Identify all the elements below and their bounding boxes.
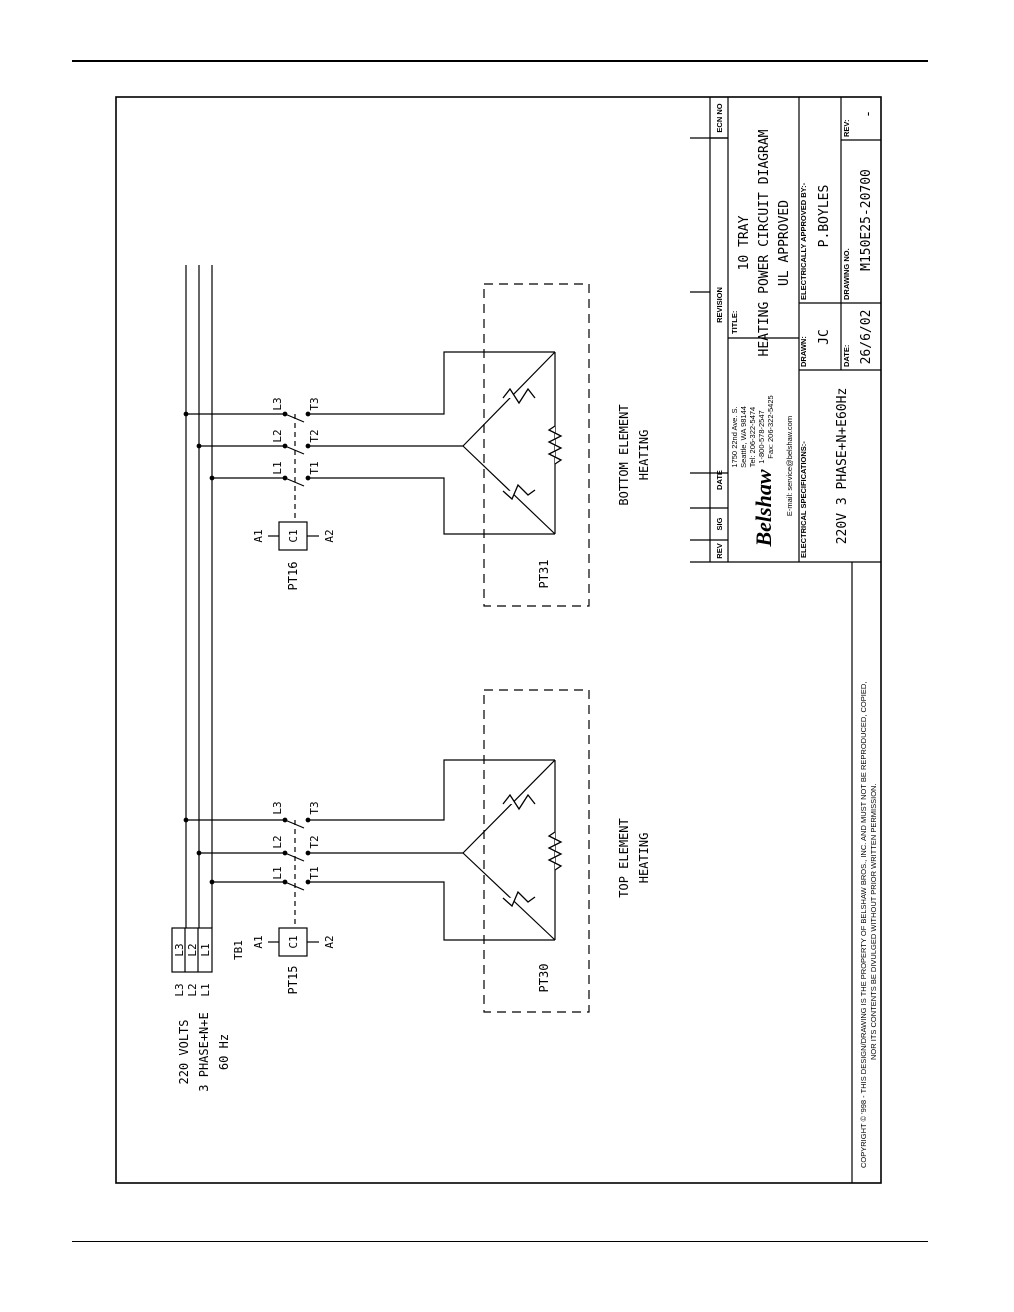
drawing-no-label: DRAWING NO. bbox=[842, 248, 851, 300]
copyright-line-1: COPYRIGHT © '998 - THIS DESIGN/DRAWING I… bbox=[859, 682, 868, 1168]
contactor-pt15 bbox=[183, 817, 319, 957]
address-line-4: 1-800-578-2547 bbox=[757, 410, 766, 463]
pt15-l2: L2 bbox=[271, 835, 284, 848]
date-value: 26/6/02 bbox=[859, 310, 874, 365]
address-line-3: Tel: 206-322-5474 bbox=[748, 407, 757, 467]
top-element-label: TOP ELEMENT bbox=[617, 818, 631, 897]
bottom-element-heating-label: HEATING bbox=[637, 430, 651, 481]
pt31-label: PT31 bbox=[537, 560, 551, 589]
title-line-1: 10 TRAY bbox=[737, 215, 752, 270]
email-line: E-mail: service@belshaw.com bbox=[785, 416, 794, 516]
pt15-l1: L1 bbox=[271, 866, 284, 879]
drawing-no-value: M150E25-20700 bbox=[859, 169, 874, 271]
address-line-1: 1750 22nd Ave. S. bbox=[730, 406, 739, 467]
pt15-coil: C1 bbox=[287, 935, 300, 948]
tb-slot-l1: L1 bbox=[199, 943, 212, 956]
title-block bbox=[728, 97, 881, 1183]
approved-label: ELECTRICALLY APPROVED BY:- bbox=[799, 182, 808, 300]
ecn-header: ECN NO bbox=[715, 103, 724, 132]
title-line-3: UL APPROVED bbox=[777, 200, 792, 286]
tb-slot-l2: L2 bbox=[186, 943, 199, 956]
elec-spec-value: 220V 3 PHASE+N+E60Hz bbox=[835, 388, 850, 545]
date-header: DATE bbox=[715, 470, 724, 490]
pt16-label: PT16 bbox=[286, 562, 300, 591]
title-line-2: HEATING POWER CIRCUIT DIAGRAM bbox=[757, 129, 772, 356]
pt15-l3: L3 bbox=[271, 801, 284, 814]
copyright-line-2: NOR ITS CONTENTS BE DIVULGED WITHOUT PRI… bbox=[869, 783, 878, 1060]
pt16-l1: L1 bbox=[271, 461, 284, 474]
belshaw-logo: Belshaw bbox=[751, 469, 776, 547]
pt16-a2: A2 bbox=[323, 529, 336, 542]
supply-l2-label: L2 bbox=[186, 983, 199, 996]
drawn-label: DRAWN: bbox=[799, 336, 808, 367]
tb-slot-l3: L3 bbox=[173, 943, 186, 956]
top-element-heating-label: HEATING bbox=[637, 833, 651, 884]
heater-pt30 bbox=[308, 689, 590, 1013]
pt15-t1: T1 bbox=[308, 866, 321, 879]
pt16-l2: L2 bbox=[271, 429, 284, 442]
supply-voltage: 220 VOLTS bbox=[177, 1019, 191, 1084]
pt15-a1: A1 bbox=[252, 935, 265, 948]
pt16-t1: T1 bbox=[308, 461, 321, 474]
date-label: DATE: bbox=[842, 345, 851, 367]
drawn-value: JC bbox=[817, 329, 832, 345]
pt30-label: PT30 bbox=[537, 964, 551, 993]
pt15-label: PT15 bbox=[286, 966, 300, 995]
approved-value: P.BOYLES bbox=[817, 185, 832, 248]
heater-pt31 bbox=[308, 283, 590, 607]
rev-header: REV bbox=[715, 543, 724, 558]
pt16-a1: A1 bbox=[252, 529, 265, 542]
terminal-block-label: TB1 bbox=[232, 940, 245, 960]
top-rule bbox=[72, 60, 928, 62]
pt15-a2: A2 bbox=[323, 935, 336, 948]
address-line-5: Fax: 206-322-5425 bbox=[766, 395, 775, 458]
sig-header: SIG bbox=[715, 517, 724, 530]
supply-l1-label: L1 bbox=[199, 983, 212, 996]
bottom-rule bbox=[72, 1241, 928, 1242]
revision-header: REVISION bbox=[715, 287, 724, 323]
contactor-pt16 bbox=[183, 411, 319, 551]
elec-spec-label: ELECTRICAL SPECIFICATIONS:- bbox=[799, 441, 808, 558]
rev-label: REV: bbox=[842, 119, 851, 137]
bottom-element-label: BOTTOM ELEMENT bbox=[617, 404, 631, 505]
pt16-coil: C1 bbox=[287, 529, 300, 542]
pt15-t3: T3 bbox=[308, 801, 321, 814]
terminal-block-tb1 bbox=[171, 927, 213, 973]
title-label: TITLE: bbox=[730, 311, 739, 334]
pt16-l3: L3 bbox=[271, 397, 284, 410]
supply-frequency: 60 Hz bbox=[217, 1034, 231, 1070]
rev-value: - bbox=[861, 110, 876, 118]
pt15-t2: T2 bbox=[308, 835, 321, 848]
supply-phase: 3 PHASE+N+E bbox=[197, 1012, 211, 1091]
pt16-t3: T3 bbox=[308, 397, 321, 410]
pt16-t2: T2 bbox=[308, 429, 321, 442]
revision-table bbox=[690, 97, 881, 563]
address-line-2: Seattle, WA 98144 bbox=[739, 406, 748, 468]
supply-l3-label: L3 bbox=[173, 983, 186, 996]
supply-bus bbox=[185, 265, 213, 928]
drawing-frame bbox=[115, 96, 882, 1184]
